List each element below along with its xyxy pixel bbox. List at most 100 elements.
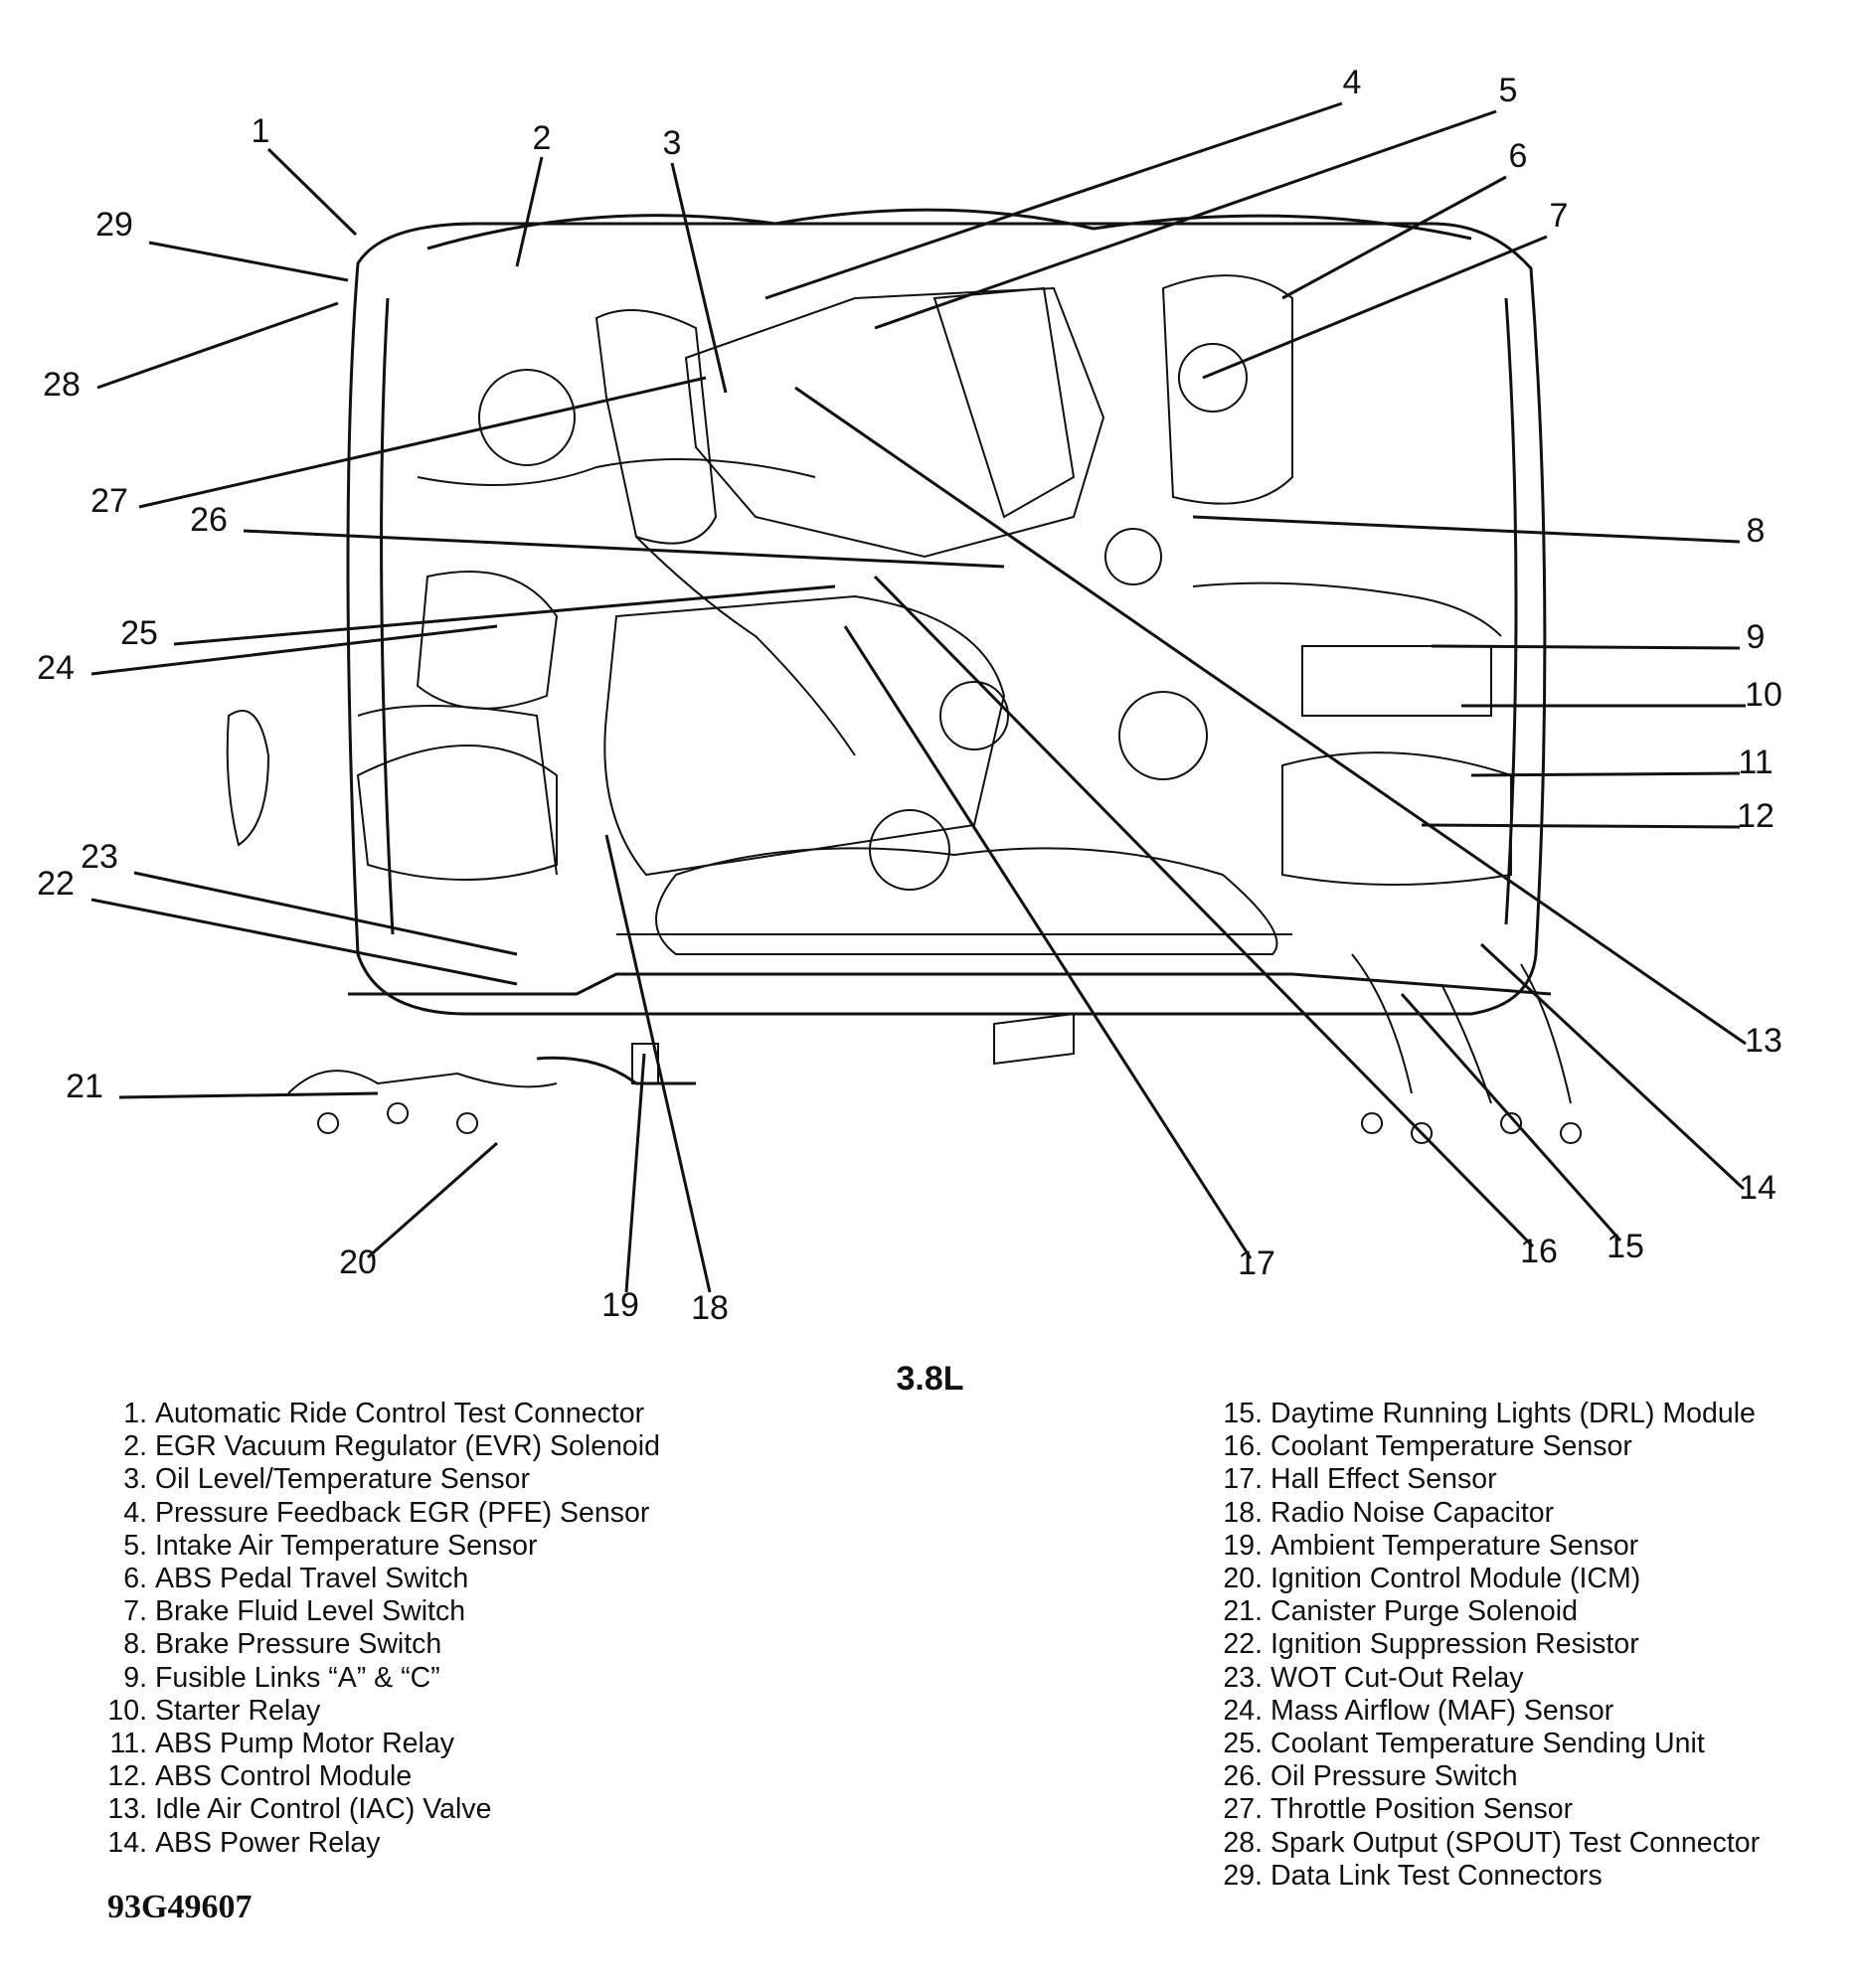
legend-item: 6.ABS Pedal Travel Switch <box>99 1563 855 1595</box>
legend-item-number: 4. <box>123 1496 147 1529</box>
legend-item-label: Coolant Temperature Sensor <box>1270 1430 1632 1463</box>
callout-leader-3 <box>670 162 728 394</box>
callout-number-24: 24 <box>37 649 75 687</box>
callout-number-22: 22 <box>37 865 75 903</box>
legend-item: 15.Daytime Running Lights (DRL) Module <box>1215 1398 1851 1430</box>
engine-compartment-illustration <box>226 208 1583 1144</box>
legend-item-label: Canister Purge Solenoid <box>1270 1595 1578 1628</box>
legend-item: 4.Pressure Feedback EGR (PFE) Sensor <box>99 1497 855 1530</box>
legend-item-number: 1. <box>123 1398 147 1429</box>
callout-number-4: 4 <box>1343 64 1362 101</box>
callout-number-12: 12 <box>1737 797 1775 835</box>
legend-item: 17.Hall Effect Sensor <box>1215 1463 1851 1496</box>
legend-item-label: Brake Pressure Switch <box>155 1628 442 1661</box>
legend-item-label: ABS Power Relay <box>155 1826 381 1859</box>
callout-number-3: 3 <box>663 124 682 162</box>
legend-item-label: Ignition Suppression Resistor <box>1270 1628 1639 1661</box>
legend-item: 25.Coolant Temperature Sending Unit <box>1215 1728 1851 1760</box>
legend-item: 26.Oil Pressure Switch <box>1215 1760 1851 1793</box>
callout-leader-4 <box>764 101 1343 300</box>
legend-item-number: 5. <box>123 1529 147 1562</box>
figure-id: 93G49607 <box>107 1889 253 1925</box>
callout-leader-13 <box>794 386 1747 1046</box>
callout-leader-24 <box>90 624 498 676</box>
legend-item-number: 18. <box>1223 1496 1263 1529</box>
legend-item: 23.WOT Cut-Out Relay <box>1215 1662 1851 1695</box>
legend-item-label: Throttle Position Sensor <box>1270 1793 1574 1826</box>
legend-item: 13.Idle Air Control (IAC) Valve <box>99 1793 855 1826</box>
callout-number-25: 25 <box>120 614 158 652</box>
legend-item: 27.Throttle Position Sensor <box>1215 1793 1851 1826</box>
legend-item-label: Automatic Ride Control Test Connector <box>155 1398 645 1429</box>
callout-number-21: 21 <box>66 1068 103 1105</box>
legend-item-number: 26. <box>1223 1760 1263 1793</box>
callout-number-13: 13 <box>1745 1022 1782 1060</box>
legend-item-number: 13. <box>107 1793 147 1826</box>
callout-leader-17 <box>843 625 1253 1259</box>
legend-item: 8.Brake Pressure Switch <box>99 1628 855 1661</box>
callout-leader-8 <box>1192 515 1741 544</box>
legend-item: 18.Radio Noise Capacitor <box>1215 1497 1851 1530</box>
callout-leader-7 <box>1202 235 1548 380</box>
callout-number-19: 19 <box>601 1286 639 1322</box>
callout-leader-28 <box>96 301 339 390</box>
callout-leader-26 <box>243 529 1005 569</box>
legend-item-label: WOT Cut-Out Relay <box>1270 1661 1524 1694</box>
legend-item-label: EGR Vacuum Regulator (EVR) Solenoid <box>155 1430 660 1463</box>
legend-item-number: 14. <box>107 1826 147 1859</box>
callout-leader-lines <box>90 101 1747 1293</box>
callout-number-14: 14 <box>1739 1169 1776 1207</box>
legend-item-number: 27. <box>1223 1793 1263 1826</box>
callout-leader-12 <box>1421 823 1741 829</box>
callout-number-26: 26 <box>190 501 228 539</box>
legend-item-label: Hall Effect Sensor <box>1270 1463 1497 1496</box>
legend-item-number: 20. <box>1223 1563 1263 1595</box>
callout-leader-16 <box>873 575 1535 1248</box>
legend-item-number: 12. <box>107 1760 147 1793</box>
legend-item-label: Idle Air Control (IAC) Valve <box>155 1793 492 1826</box>
callout-leader-9 <box>1431 644 1741 650</box>
legend-item: 22.Ignition Suppression Resistor <box>1215 1628 1851 1661</box>
legend-item: 28.Spark Output (SPOUT) Test Connector <box>1215 1827 1851 1860</box>
callout-leader-6 <box>1281 175 1507 300</box>
legend-item-number: 16. <box>1223 1430 1263 1463</box>
legend-item-label: Ignition Control Module (ICM) <box>1270 1563 1641 1595</box>
legend-item-number: 7. <box>123 1595 147 1628</box>
legend-item-number: 11. <box>109 1728 147 1760</box>
callout-leader-18 <box>604 834 712 1293</box>
legend-item-label: Coolant Temperature Sending Unit <box>1270 1728 1705 1760</box>
callout-number-15: 15 <box>1606 1228 1644 1265</box>
legend-item-number: 9. <box>123 1661 147 1694</box>
legend-item-number: 24. <box>1223 1694 1263 1727</box>
legend-item-label: Oil Level/Temperature Sensor <box>155 1463 531 1496</box>
legend-item-label: Pressure Feedback EGR (PFE) Sensor <box>155 1496 650 1529</box>
callout-number-20: 20 <box>339 1243 377 1281</box>
callout-number-6: 6 <box>1509 137 1528 175</box>
callout-leader-5 <box>874 109 1497 330</box>
callout-leader-11 <box>1470 771 1741 777</box>
legend-item-label: Mass Airflow (MAF) Sensor <box>1270 1694 1614 1727</box>
legend-item: 9.Fusible Links “A” & “C” <box>99 1662 855 1695</box>
legend-item-label: Fusible Links “A” & “C” <box>155 1661 440 1694</box>
legend-item: 29.Data Link Test Connectors <box>1215 1860 1851 1893</box>
callout-leader-27 <box>138 376 707 509</box>
legend-item: 2.EGR Vacuum Regulator (EVR) Solenoid <box>99 1430 855 1463</box>
callout-number-9: 9 <box>1747 618 1766 656</box>
engine-caption: 3.8L <box>896 1360 964 1398</box>
legend-item-label: Daytime Running Lights (DRL) Module <box>1270 1398 1756 1429</box>
callout-number-2: 2 <box>533 119 552 157</box>
legend-item-number: 17. <box>1223 1463 1263 1496</box>
legend-item: 7.Brake Fluid Level Switch <box>99 1595 855 1628</box>
callout-number-10: 10 <box>1745 676 1782 714</box>
callout-leader-14 <box>1479 942 1746 1191</box>
legend-item-label: Starter Relay <box>155 1694 321 1727</box>
callout-number-5: 5 <box>1499 72 1518 109</box>
callout-leader-20 <box>367 1141 498 1259</box>
callout-number-16: 16 <box>1520 1233 1558 1270</box>
legend-item-number: 29. <box>1223 1859 1263 1892</box>
legend-item-number: 21. <box>1223 1595 1263 1628</box>
